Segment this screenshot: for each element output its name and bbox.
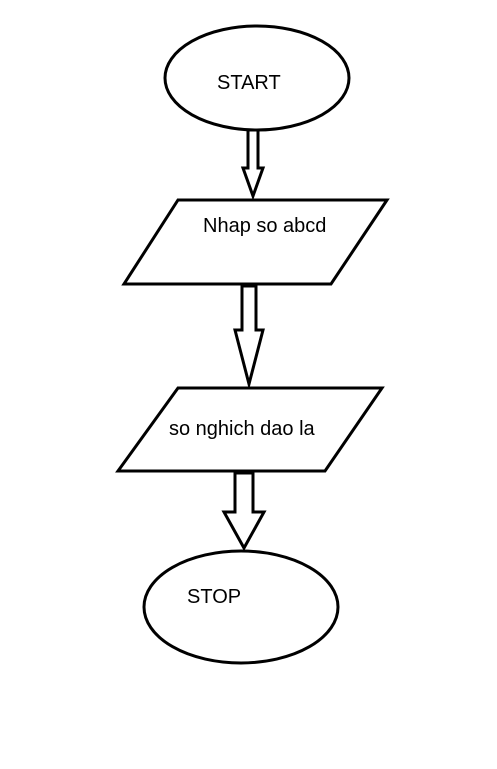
input-node: Nhap so abcd <box>121 198 390 286</box>
input-parallelogram <box>121 198 390 286</box>
output-parallelogram <box>115 386 385 473</box>
stop-ellipse <box>142 549 340 665</box>
output-label: so nghich dao la <box>169 418 316 440</box>
stop-label: STOP <box>187 586 241 608</box>
start-label: START <box>217 72 281 94</box>
arrow-start-to-input <box>240 128 266 201</box>
arrow-output-to-stop <box>221 471 267 552</box>
input-label: Nhap so abcd <box>203 215 326 237</box>
output-node: so nghich dao la <box>115 386 385 473</box>
start-node: START <box>163 24 351 132</box>
arrow-input-to-output <box>233 284 265 390</box>
stop-node: STOP <box>142 549 340 665</box>
